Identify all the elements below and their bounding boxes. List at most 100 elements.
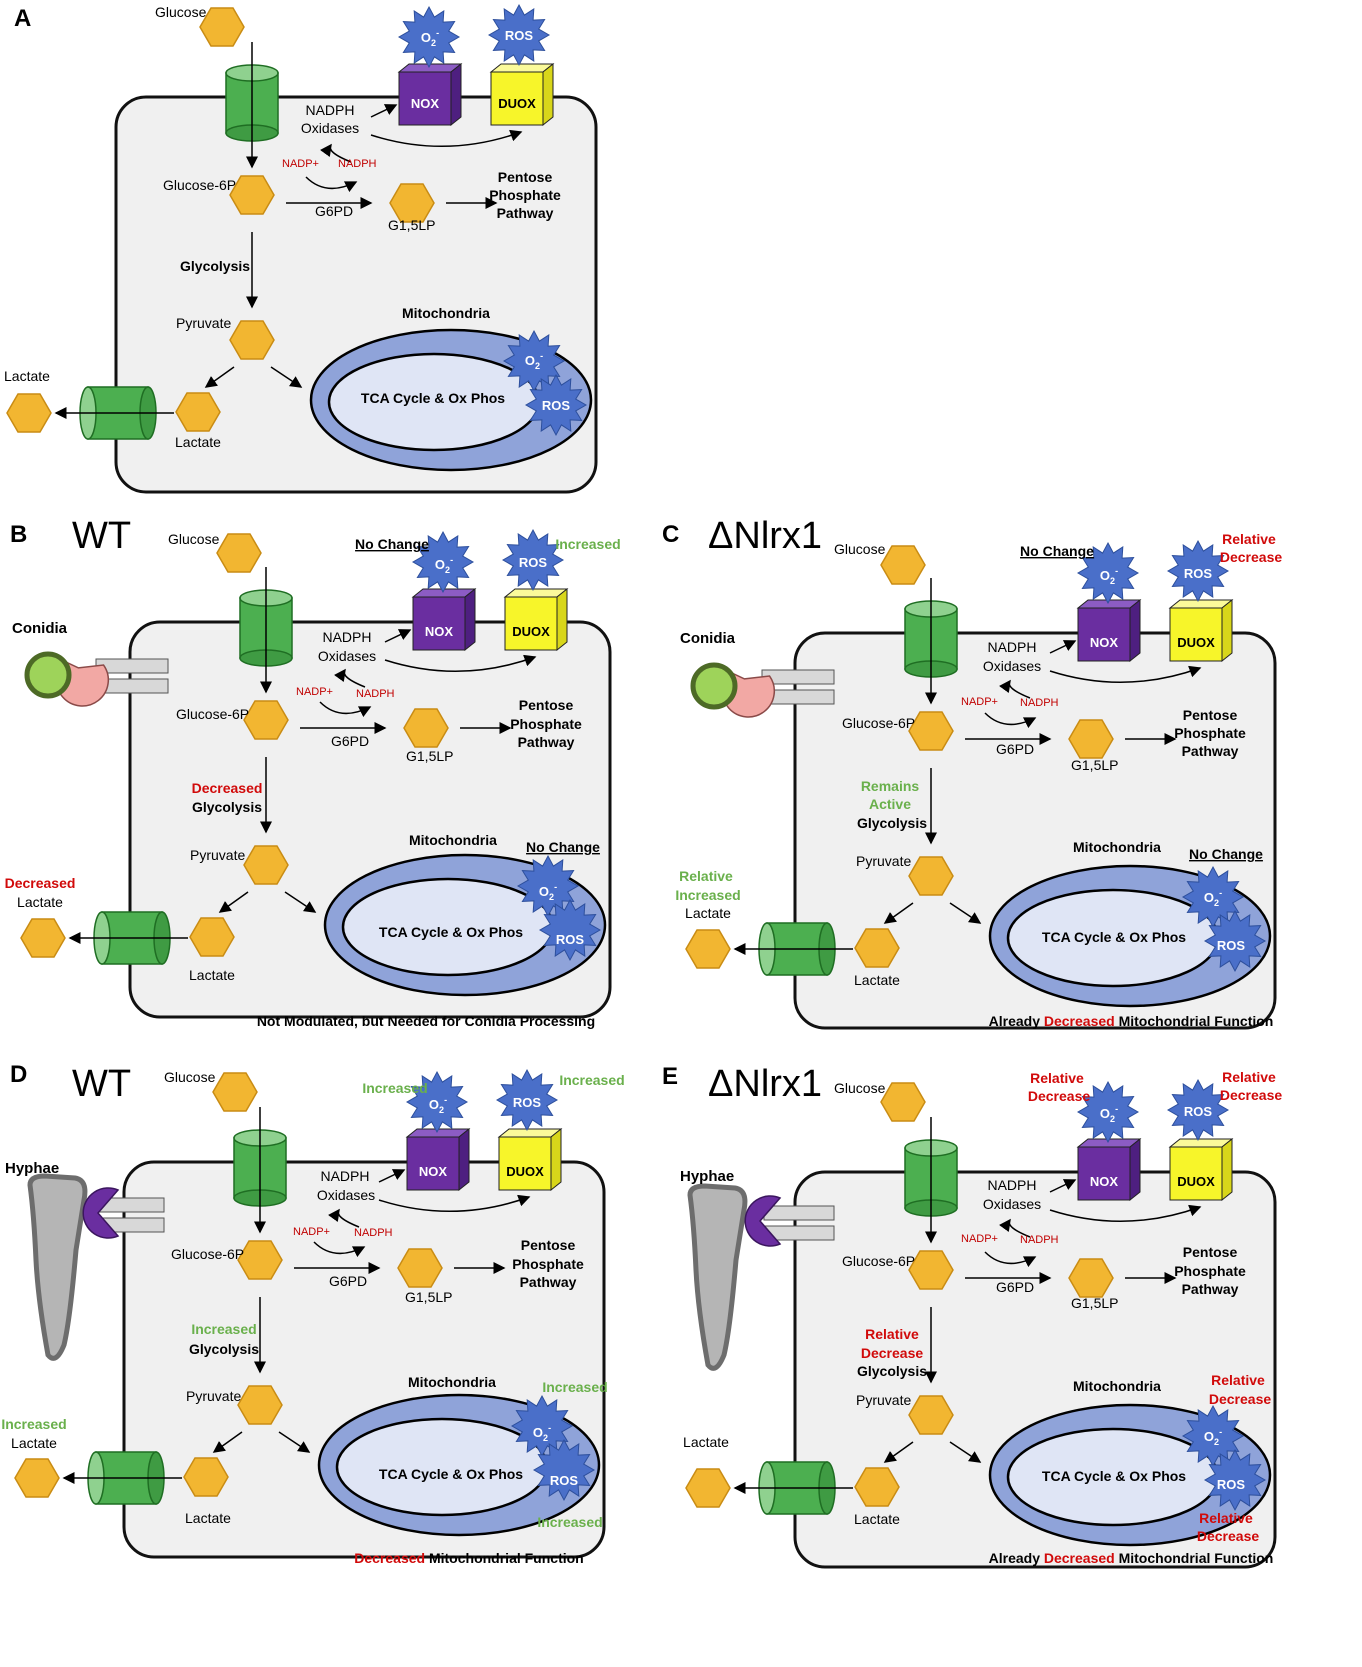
- ppp-label-1: Pentose: [1183, 1244, 1238, 1260]
- g15lp-label: G1,5LP: [1071, 1295, 1118, 1311]
- tca-label: TCA Cycle & Ox Phos: [1042, 1468, 1186, 1484]
- panel-letter: B: [10, 521, 27, 548]
- duox-label: DUOX: [498, 96, 536, 111]
- ppp-label-1: Pentose: [1183, 707, 1238, 723]
- ros-label: ROS: [513, 1095, 542, 1110]
- glycolysis-status: Decreased: [192, 780, 263, 796]
- nadp-plus-label: NADP+: [961, 696, 998, 708]
- duox-label: DUOX: [1177, 635, 1215, 650]
- o2-status-2: Decrease: [1028, 1088, 1090, 1104]
- g15lp-label: G1,5LP: [388, 217, 435, 233]
- ppp-label-2: Phosphate: [512, 1256, 584, 1272]
- nox-label: NOX: [411, 96, 440, 111]
- lactate-in-label: Lactate: [185, 1510, 231, 1526]
- ros-status-1: Relative: [1222, 531, 1276, 547]
- nadph-oxidases-label-2: Oxidases: [318, 648, 376, 664]
- mito-ros-label: ROS: [1217, 1477, 1246, 1492]
- genotype-label: WT: [72, 1063, 131, 1105]
- lactate-in-label: Lactate: [854, 972, 900, 988]
- ros-label: ROS: [505, 28, 534, 43]
- mitochondria-label: Mitochondria: [1073, 1378, 1161, 1394]
- glucose6p-label: Glucose-6P: [171, 1246, 244, 1262]
- o2-status: No Change: [355, 536, 429, 552]
- ppp-label-3: Pathway: [1182, 1281, 1239, 1297]
- lactate-in-label: Lactate: [189, 967, 235, 983]
- ros-status-1: Relative: [1222, 1069, 1276, 1085]
- nadph-oxidases-label-2: Oxidases: [983, 658, 1041, 674]
- hyphae-receptor: [27, 1173, 165, 1361]
- mitochondria-label: Mitochondria: [1073, 839, 1161, 855]
- ppp-label-2: Phosphate: [1174, 725, 1246, 741]
- nadph-oxidases-label-2: Oxidases: [301, 120, 359, 136]
- cell-diagram: [15, 1070, 604, 1557]
- lactate-out-label: Lactate: [685, 905, 731, 921]
- nadph-oxidases-label-2: Oxidases: [983, 1196, 1041, 1212]
- glucose6p-label: Glucose-6P: [842, 715, 915, 731]
- hyphae-receptor: [687, 1183, 835, 1371]
- mito-o2-status-2: Decrease: [1209, 1391, 1271, 1407]
- mito-superoxide-label: O2-: [1204, 1427, 1222, 1447]
- pyruvate-label: Pyruvate: [186, 1388, 241, 1404]
- tca-label: TCA Cycle & Ox Phos: [379, 1466, 523, 1482]
- o2-status: Increased: [362, 1080, 427, 1096]
- nadph-label: NADPH: [356, 688, 395, 700]
- glucose6p-label: Glucose-6P: [176, 706, 249, 722]
- nadph-label: NADPH: [1020, 1234, 1059, 1246]
- superoxide-label: O2-: [421, 28, 439, 48]
- glycolysis-label: Glycolysis: [189, 1341, 259, 1357]
- nox-label: NOX: [425, 624, 454, 639]
- nadp-plus-label: NADP+: [296, 686, 333, 698]
- lactate-in-label: Lactate: [854, 1511, 900, 1527]
- nadp-plus-label: NADP+: [282, 158, 319, 170]
- nox-label: NOX: [419, 1164, 448, 1179]
- ppp-label-3: Pathway: [497, 205, 554, 221]
- ros-label: ROS: [1184, 1104, 1213, 1119]
- lactate-out-label: Lactate: [4, 368, 50, 384]
- cell-diagram: [686, 541, 1275, 1028]
- lactate-in-label: Lactate: [175, 434, 221, 450]
- g15lp-label: G1,5LP: [405, 1289, 452, 1305]
- nox-label: NOX: [1090, 1174, 1119, 1189]
- mito-superoxide-label: O2-: [525, 351, 543, 371]
- mito-status: No Change: [526, 839, 600, 855]
- mito-ros-label: ROS: [1217, 938, 1246, 953]
- stimulus-label: Hyphae: [680, 1168, 734, 1185]
- glucose-label: Glucose: [155, 4, 207, 20]
- mito-ros-status-2: Decrease: [1197, 1528, 1259, 1544]
- glycolysis-status-1: Relative: [865, 1326, 919, 1342]
- lactate-status: Decreased: [5, 875, 76, 891]
- nadph-oxidases-label-1: NADPH: [305, 102, 354, 118]
- mito-ros-status: Increased: [537, 1514, 602, 1530]
- g6pd-label: G6PD: [996, 741, 1034, 757]
- conidia-receptor: [690, 662, 835, 718]
- cell-diagram: [21, 530, 610, 1017]
- mito-superoxide-label: O2-: [1204, 888, 1222, 908]
- mitochondria-label: Mitochondria: [409, 832, 497, 848]
- glycolysis-status-2: Decrease: [861, 1345, 923, 1361]
- tca-label: TCA Cycle & Ox Phos: [361, 390, 505, 406]
- mito-ros-label: ROS: [550, 1473, 579, 1488]
- mito-superoxide-label: O2-: [533, 1423, 551, 1443]
- glycolysis-label: Glycolysis: [857, 1363, 927, 1379]
- panel-footer: Already Decreased Mitochondrial Function: [989, 1550, 1274, 1566]
- superoxide-label: O2-: [1100, 566, 1118, 586]
- mito-superoxide-label: O2-: [539, 882, 557, 902]
- pyruvate-label: Pyruvate: [856, 853, 911, 869]
- lactate-out-label: Lactate: [683, 1434, 729, 1450]
- stimulus-label: Conidia: [12, 620, 68, 637]
- superoxide-label: O2-: [1100, 1104, 1118, 1124]
- mito-o2-status: Increased: [542, 1379, 607, 1395]
- mito-ros-label: ROS: [556, 932, 585, 947]
- tca-label: TCA Cycle & Ox Phos: [1042, 929, 1186, 945]
- nadph-label: NADPH: [338, 158, 377, 170]
- mitochondria-label: Mitochondria: [408, 1374, 496, 1390]
- nadp-plus-label: NADP+: [961, 1233, 998, 1245]
- panel-a: A Glucose NADPH Oxidases NADP+ NADPH NOX…: [4, 4, 596, 492]
- ppp-label-2: Phosphate: [489, 187, 561, 203]
- glycolysis-label: Glycolysis: [857, 815, 927, 831]
- ppp-label-2: Phosphate: [1174, 1263, 1246, 1279]
- panel-letter: D: [10, 1061, 27, 1088]
- nadph-oxidases-label-2: Oxidases: [317, 1187, 375, 1203]
- duox-label: DUOX: [1177, 1174, 1215, 1189]
- g15lp-label: G1,5LP: [1071, 757, 1118, 773]
